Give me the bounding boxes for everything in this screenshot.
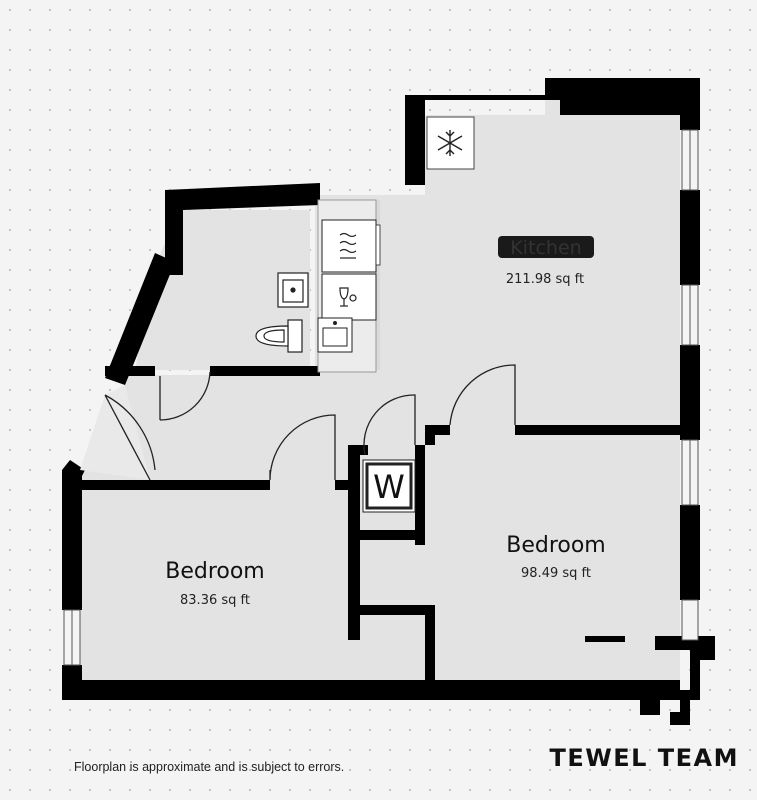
bedroom-left-label-group: Bedroom 83.36 sq ft [165,559,265,608]
left-bedroom-door-swing [269,414,336,481]
kitchen-counter [317,199,381,373]
right-bedroom-door-swing [449,364,516,426]
bedroom-right-area: 98.49 sq ft [521,566,591,581]
floor-area [80,100,680,680]
kitchen-label-group: Kitchen 211.98 sq ft [498,236,594,287]
fridge [426,116,475,170]
bathroom-fixtures [255,272,309,353]
snowflake-icon [437,130,463,156]
bedroom-right-title: Bedroom [506,533,606,558]
bedroom-right-label-group: Bedroom 98.49 sq ft [506,533,606,581]
bedroom-left-title: Bedroom [165,559,265,584]
stove [321,219,377,273]
entry-opening [80,385,150,480]
kitchen-area: 211.98 sq ft [506,272,584,287]
windows [63,129,699,666]
walls [62,78,715,725]
brand-logo: TEWEL TEAM [549,744,739,772]
closet-label: W [373,468,405,506]
burner-icon [339,232,357,259]
wine-glass-icon [339,287,357,307]
closet-badge: W [362,459,416,513]
kitchen-title: Kitchen [510,237,581,259]
entry-door-swing [104,394,156,481]
door-swings [104,364,516,481]
bedroom-left-area: 83.36 sq ft [180,593,250,608]
toilet-icon [255,319,303,353]
dishwasher [321,273,377,321]
disclaimer-text: Floorplan is approximate and is subject … [74,760,345,774]
closet-door-swing [363,394,416,456]
bathroom-door-swing [159,371,211,421]
